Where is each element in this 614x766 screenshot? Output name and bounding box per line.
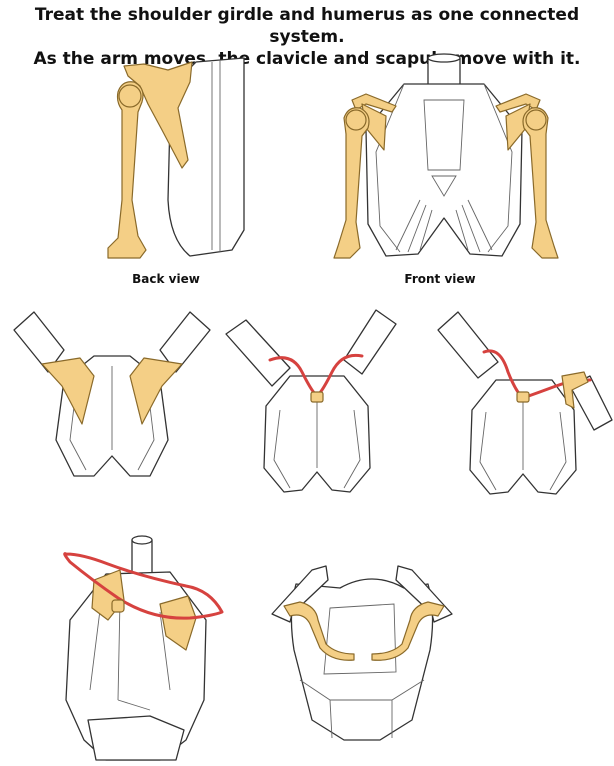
middle-2-left-arm <box>226 320 290 386</box>
front-view-right-humerus <box>523 108 558 258</box>
front-view-figure <box>334 54 558 258</box>
middle-figure-1 <box>14 312 210 476</box>
middle-2-right-arm <box>344 310 396 374</box>
back-view-figure <box>108 58 244 258</box>
front-view-left-humerus <box>334 108 369 258</box>
bottom-right-torso <box>291 579 432 740</box>
bottom-figure-three-quarter <box>65 536 222 760</box>
bottom-figure-top-view <box>272 566 452 740</box>
back-view-humerus <box>108 82 146 258</box>
middle-figure-3 <box>438 312 612 494</box>
middle-3-left-arm <box>438 312 498 378</box>
middle-figure-2 <box>226 310 396 492</box>
